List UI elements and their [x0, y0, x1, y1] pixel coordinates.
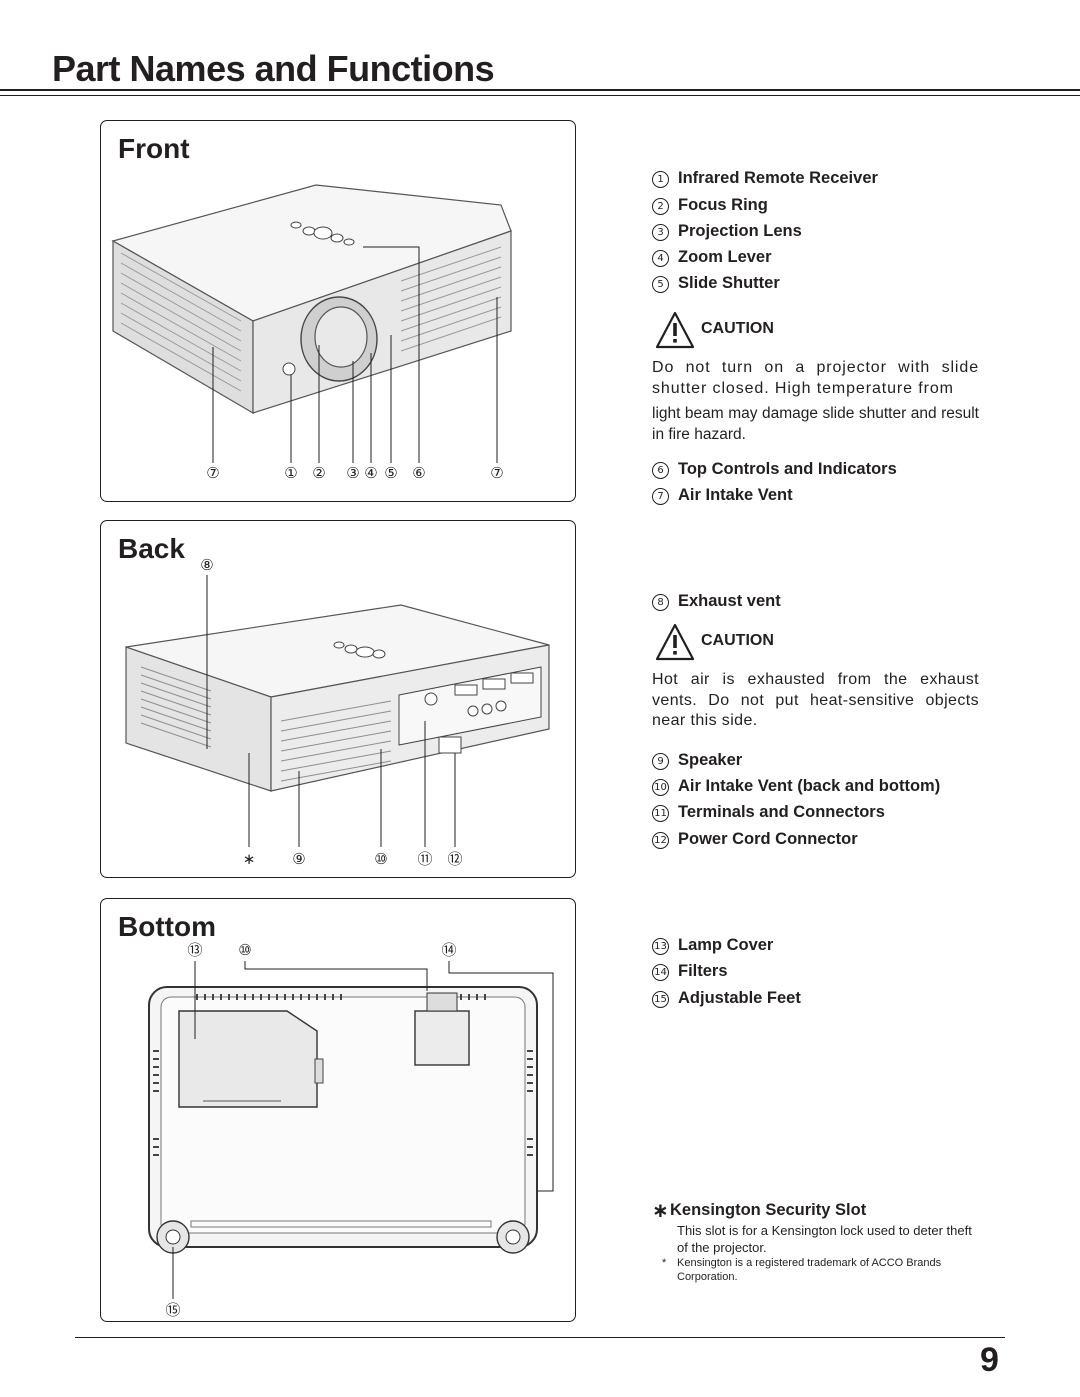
back-callout-8: ⑧ [200, 556, 213, 574]
back-heading: Back [118, 533, 185, 564]
caution-text-continued: light beam may damage slide shutter and … [652, 405, 979, 443]
kensington-label: Kensington Security Slot [670, 1201, 867, 1219]
part-item: 13 Lamp Cover [652, 936, 773, 955]
part-label: Exhaust vent [678, 592, 781, 610]
warning-triangle-icon [655, 623, 695, 661]
part-label: Speaker [678, 751, 743, 769]
back-callout-10: ⑩ [374, 850, 387, 868]
front-callout-7a: ⑦ [206, 464, 219, 482]
page-number: 9 [980, 1341, 999, 1379]
part-label: Top Controls and Indicators [678, 460, 897, 478]
footer-rule [75, 1337, 1005, 1338]
back-panel: ⑧ ∗ ⑨ ⑩ ⑪ ⑫ Back [100, 520, 576, 878]
part-item: 4 Zoom Lever [652, 248, 772, 267]
front-callout-5: ⑤ [384, 464, 397, 482]
back-callout-kensington: ∗ [243, 850, 256, 868]
caution-label: CAUTION [701, 320, 774, 337]
caution-box: CAUTION [655, 310, 855, 350]
title-rule-thin [0, 95, 1080, 96]
part-item: 5 Slide Shutter [652, 274, 780, 293]
part-number-badge: 2 [652, 198, 669, 215]
part-number-badge: 6 [652, 462, 669, 479]
part-item: 10 Air Intake Vent (back and bottom) [652, 777, 940, 796]
warning-triangle-icon [655, 311, 695, 349]
page-title: Part Names and Functions [52, 48, 495, 89]
part-number-badge: 3 [652, 224, 669, 241]
caution-box: CAUTION [655, 622, 855, 662]
bottom-callout-15: ⑮ [165, 1301, 180, 1319]
part-item: 1 Infrared Remote Receiver [652, 169, 878, 188]
part-number-badge: 10 [652, 779, 669, 796]
bottom-projector-illustration: ⑬ ⑩ ⑭ ⑮ [148, 941, 554, 1319]
part-number-badge: 1 [652, 171, 669, 188]
part-number-badge: 13 [652, 938, 669, 955]
part-item: 7 Air Intake Vent [652, 486, 793, 505]
part-label: Terminals and Connectors [678, 803, 885, 821]
kensington-heading: ∗Kensington Security Slot [652, 1198, 866, 1222]
part-label: Adjustable Feet [678, 989, 801, 1007]
asterisk-icon: ∗ [652, 1198, 669, 1222]
part-item: 2 Focus Ring [652, 196, 768, 215]
front-heading: Front [118, 133, 190, 164]
kensington-description: This slot is for a Kensington lock used … [677, 1223, 972, 1255]
bottom-callout-10: ⑩ [238, 941, 251, 959]
part-number-badge: 4 [652, 250, 669, 267]
part-item: 14 Filters [652, 962, 728, 981]
part-label: Zoom Lever [678, 248, 772, 266]
front-callout-7b: ⑦ [490, 464, 503, 482]
back-callout-12: ⑫ [447, 850, 462, 868]
footnote-text: Kensington is a registered trademark of … [677, 1257, 942, 1283]
part-item: 6 Top Controls and Indicators [652, 460, 897, 479]
kensington-footnote: * Kensington is a registered trademark o… [662, 1256, 979, 1284]
front-callout-6: ⑥ [412, 464, 425, 482]
title-rule [0, 89, 1080, 91]
part-number-badge: 11 [652, 805, 669, 822]
part-item: 12 Power Cord Connector [652, 830, 858, 849]
front-callout-1: ① [284, 464, 297, 482]
caution-text: Hot air is exhausted from the exhaust ve… [652, 671, 979, 729]
front-callout-4: ④ [364, 464, 377, 482]
part-number-badge: 7 [652, 488, 669, 505]
part-item: 9 Speaker [652, 751, 742, 770]
back-callout-11: ⑪ [417, 850, 432, 868]
part-label: Infrared Remote Receiver [678, 169, 878, 187]
part-label: Power Cord Connector [678, 830, 858, 848]
bottom-panel: ⑬ ⑩ ⑭ ⑮ Bottom [100, 898, 576, 1322]
part-label: Lamp Cover [678, 936, 774, 954]
part-number-badge: 12 [652, 832, 669, 849]
bottom-callout-13: ⑬ [187, 941, 202, 959]
back-callout-9: ⑨ [292, 850, 305, 868]
part-label: Air Intake Vent (back and bottom) [678, 777, 941, 795]
front-projector-illustration: ⑦ ① ② ③ ④ ⑤ ⑥ ⑦ [111, 184, 512, 482]
part-item: 8 Exhaust vent [652, 592, 781, 611]
part-number-badge: 8 [652, 594, 669, 611]
part-number-badge: 15 [652, 991, 669, 1008]
bottom-callout-14: ⑭ [441, 941, 456, 959]
part-label: Projection Lens [678, 222, 802, 240]
part-label: Filters [678, 962, 728, 980]
part-number-badge: 5 [652, 276, 669, 293]
bottom-heading: Bottom [118, 911, 216, 942]
part-item: 15 Adjustable Feet [652, 989, 801, 1008]
part-label: Air Intake Vent [678, 486, 793, 504]
footnote-marker: * [662, 1257, 667, 1269]
back-projector-illustration: ⑧ ∗ ⑨ ⑩ ⑪ ⑫ [125, 556, 550, 868]
part-item: 11 Terminals and Connectors [652, 803, 885, 822]
part-label: Slide Shutter [678, 274, 780, 292]
front-callout-2: ② [312, 464, 325, 482]
part-label: Focus Ring [678, 196, 768, 214]
front-panel: ⑦ ① ② ③ ④ ⑤ ⑥ ⑦ Front [100, 120, 576, 502]
part-number-badge: 9 [652, 753, 669, 770]
front-callout-3: ③ [346, 464, 359, 482]
caution-label: CAUTION [701, 632, 774, 649]
part-item: 3 Projection Lens [652, 222, 802, 241]
part-number-badge: 14 [652, 964, 669, 981]
caution-text: Do not turn on a projector with slide sh… [652, 359, 979, 397]
